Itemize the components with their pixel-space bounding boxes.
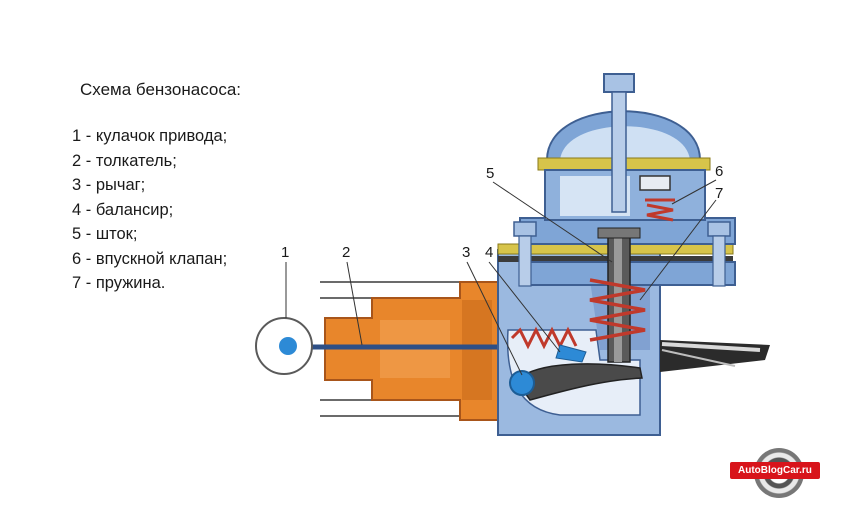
- outlet-pipe: [660, 340, 770, 372]
- callout-5: 5: [486, 165, 494, 182]
- callout-3: 3: [462, 244, 470, 261]
- legend-title: Схема бензонасоса:: [80, 80, 242, 99]
- watermark-text: AutoBlogCar.ru: [730, 462, 820, 479]
- legend-list: 1 - кулачок привода; 2 - толкатель; 3 - …: [72, 124, 241, 296]
- flange-bolts: [513, 221, 731, 287]
- watermark-badge: AutoBlogCar.ru: [730, 448, 820, 498]
- legend-item-2: 2 - толкатель;: [72, 151, 177, 170]
- legend-item-6: 6 - впускной клапан;: [72, 249, 228, 268]
- main-spring: [589, 278, 646, 342]
- callout-1: 1: [281, 244, 289, 261]
- callout-2: 2: [342, 244, 350, 261]
- legend-item-1: 1 - кулачок привода;: [72, 127, 228, 145]
- callout-4: 4: [485, 244, 493, 261]
- legend-item-3: 3 - рычаг;: [72, 176, 146, 194]
- legend-item-4: 4 - балансир;: [72, 200, 174, 219]
- callout-6: 6: [715, 163, 723, 180]
- drive-cam: [255, 317, 313, 375]
- balancer-spring: [510, 326, 578, 350]
- balancer: [555, 344, 587, 363]
- callout-7: 7: [715, 185, 723, 202]
- leader-lines: [285, 179, 717, 376]
- legend-item-7: 7 - пружина.: [72, 274, 166, 292]
- lever: [509, 363, 643, 401]
- legend-item-5: 5 - шток;: [72, 225, 138, 243]
- stem: [597, 227, 641, 363]
- legend: Схема бензонасоса: 1 - кулачок привода; …: [72, 80, 241, 296]
- inlet-valve: [639, 175, 675, 222]
- top-bolt: [603, 73, 635, 213]
